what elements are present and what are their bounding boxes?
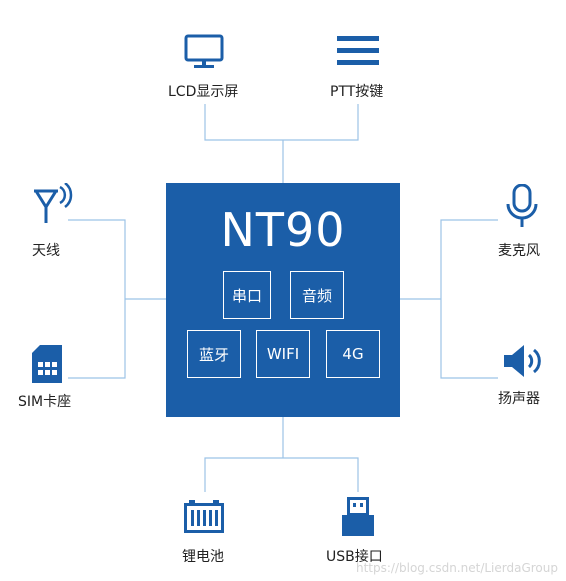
speaker-icon [504,345,541,377]
sim-label: SIM卡座 [18,394,72,410]
antenna-label: 天线 [32,243,60,259]
monitor-icon [184,34,224,68]
sim-card-icon [32,345,62,383]
battery-icon [184,500,224,533]
chip-title: NT90 [220,203,346,257]
ptt-label: PTT按键 [330,84,384,100]
speaker-label: 扬声器 [498,391,540,407]
module-wifi: WIFI [256,330,310,378]
battery-label: 锂电池 [182,549,224,565]
nt90-chip-block: NT90 串口 音频 蓝牙 WIFI 4G [166,183,400,417]
watermark: https://blog.csdn.net/LierdaGroup [356,561,558,575]
module-serial: 串口 [223,271,271,319]
usb-label: USB接口 [326,549,383,565]
microphone-icon [506,184,538,227]
module-audio: 音频 [290,271,344,319]
mic-label: 麦克风 [498,243,540,259]
antenna-icon [34,183,73,223]
menu-icon [337,36,379,65]
lcd-label: LCD显示屏 [168,84,239,100]
module-bluetooth: 蓝牙 [187,330,241,378]
usb-icon [342,497,374,536]
module-4g: 4G [326,330,380,378]
